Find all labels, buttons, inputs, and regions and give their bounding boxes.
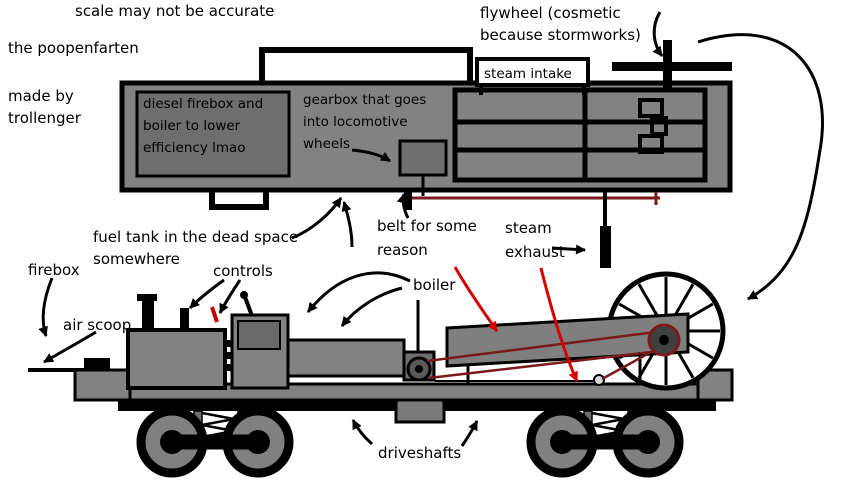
credit-line-2: trollenger bbox=[8, 109, 82, 127]
controls-cab bbox=[210, 291, 290, 390]
under-pipe bbox=[209, 190, 269, 210]
arrow-controls-2 bbox=[218, 279, 242, 314]
firebox-part bbox=[126, 294, 240, 390]
center-tank bbox=[394, 398, 446, 424]
arrow-gearbox bbox=[351, 148, 391, 163]
steam-intake-box: steam intake bbox=[475, 57, 590, 95]
flywheel-note-line1: flywheel (cosmetic bbox=[480, 4, 621, 22]
arrow-boiler-2 bbox=[340, 286, 403, 327]
steam-intake-label: steam intake bbox=[484, 66, 572, 82]
engine-slab bbox=[445, 312, 690, 384]
belt-top-view bbox=[404, 175, 660, 210]
scale-note: scale may not be accurate bbox=[75, 2, 274, 20]
arrow-flywheel-small bbox=[652, 11, 664, 57]
red-handle bbox=[210, 306, 219, 323]
gearbox-note-line1: gearbox that goes bbox=[303, 92, 426, 108]
arrow-boiler-1 bbox=[306, 271, 411, 313]
top-pipe bbox=[259, 47, 473, 85]
arrow-driveshaft-left bbox=[351, 419, 373, 446]
diesel-box-line1: diesel firebox and bbox=[143, 96, 263, 112]
belt-side-view bbox=[426, 330, 663, 381]
side-gearbox bbox=[402, 350, 436, 382]
labels: scale may not be accurate the poopenfart… bbox=[8, 2, 641, 462]
arrow-fuel-tank-1 bbox=[291, 197, 343, 240]
controls-label: controls bbox=[213, 262, 273, 280]
red-arrow-belt bbox=[539, 267, 579, 382]
side-view bbox=[28, 271, 734, 478]
top-schematic: diesel firebox and boiler to lower effic… bbox=[119, 40, 733, 268]
boiler-label: boiler bbox=[413, 276, 456, 294]
boiler-box bbox=[286, 338, 406, 378]
gearbox-note-line2: into locomotive bbox=[303, 114, 408, 130]
arrow-fuel-tank-2 bbox=[341, 201, 354, 248]
belt-idler bbox=[593, 374, 605, 386]
belt-note-line2: reason bbox=[377, 241, 428, 259]
steam-exhaust-stack bbox=[600, 190, 611, 268]
arrow-belt bbox=[396, 193, 410, 219]
page-title: the poopenfarten bbox=[8, 39, 139, 57]
driveshafts-label: driveshafts bbox=[378, 444, 461, 462]
bogie-rear bbox=[526, 406, 684, 478]
red-arrow-boiler bbox=[453, 266, 499, 332]
firebox-label: firebox bbox=[28, 261, 80, 279]
arrow-firebox bbox=[38, 277, 54, 337]
fuel-tank-note-line2: somewhere bbox=[93, 250, 180, 268]
flywheel-hub bbox=[647, 323, 681, 357]
arrow-steam-exhaust bbox=[551, 244, 586, 255]
belt-note-line1: belt for some bbox=[377, 217, 477, 235]
air-scoop-label: air scoop bbox=[63, 316, 131, 334]
chimney-cap bbox=[137, 294, 157, 301]
cosmetic-flywheel-bars bbox=[612, 40, 732, 90]
engine-block bbox=[452, 87, 708, 183]
chimney bbox=[142, 300, 154, 332]
annotation-arrows bbox=[38, 11, 824, 447]
gearbox-block bbox=[398, 139, 448, 177]
arrow-controls-1 bbox=[188, 278, 225, 310]
diesel-box-line3: efficiency lmao bbox=[143, 140, 246, 156]
arrow-air-scoop bbox=[43, 330, 97, 364]
front-step bbox=[73, 368, 132, 402]
lever-stand bbox=[180, 308, 189, 332]
flywheel-note-line2: because stormworks) bbox=[480, 26, 641, 44]
diesel-firebox-box bbox=[135, 90, 291, 178]
credit-line-1: made by bbox=[8, 87, 74, 105]
arrow-flywheel-big bbox=[697, 33, 824, 301]
arrow-driveshaft-right bbox=[460, 420, 479, 447]
steam-exhaust-note-line2: exhaust bbox=[505, 243, 565, 261]
diesel-box-line2: boiler to lower bbox=[143, 118, 241, 134]
fuel-tank-note-line1: fuel tank in the dead space bbox=[93, 228, 298, 246]
gearbox-note-line3: wheels bbox=[303, 136, 350, 152]
bogie-front bbox=[136, 406, 294, 478]
steam-exhaust-note-line1: steam bbox=[505, 219, 552, 237]
control-lever bbox=[243, 296, 254, 317]
